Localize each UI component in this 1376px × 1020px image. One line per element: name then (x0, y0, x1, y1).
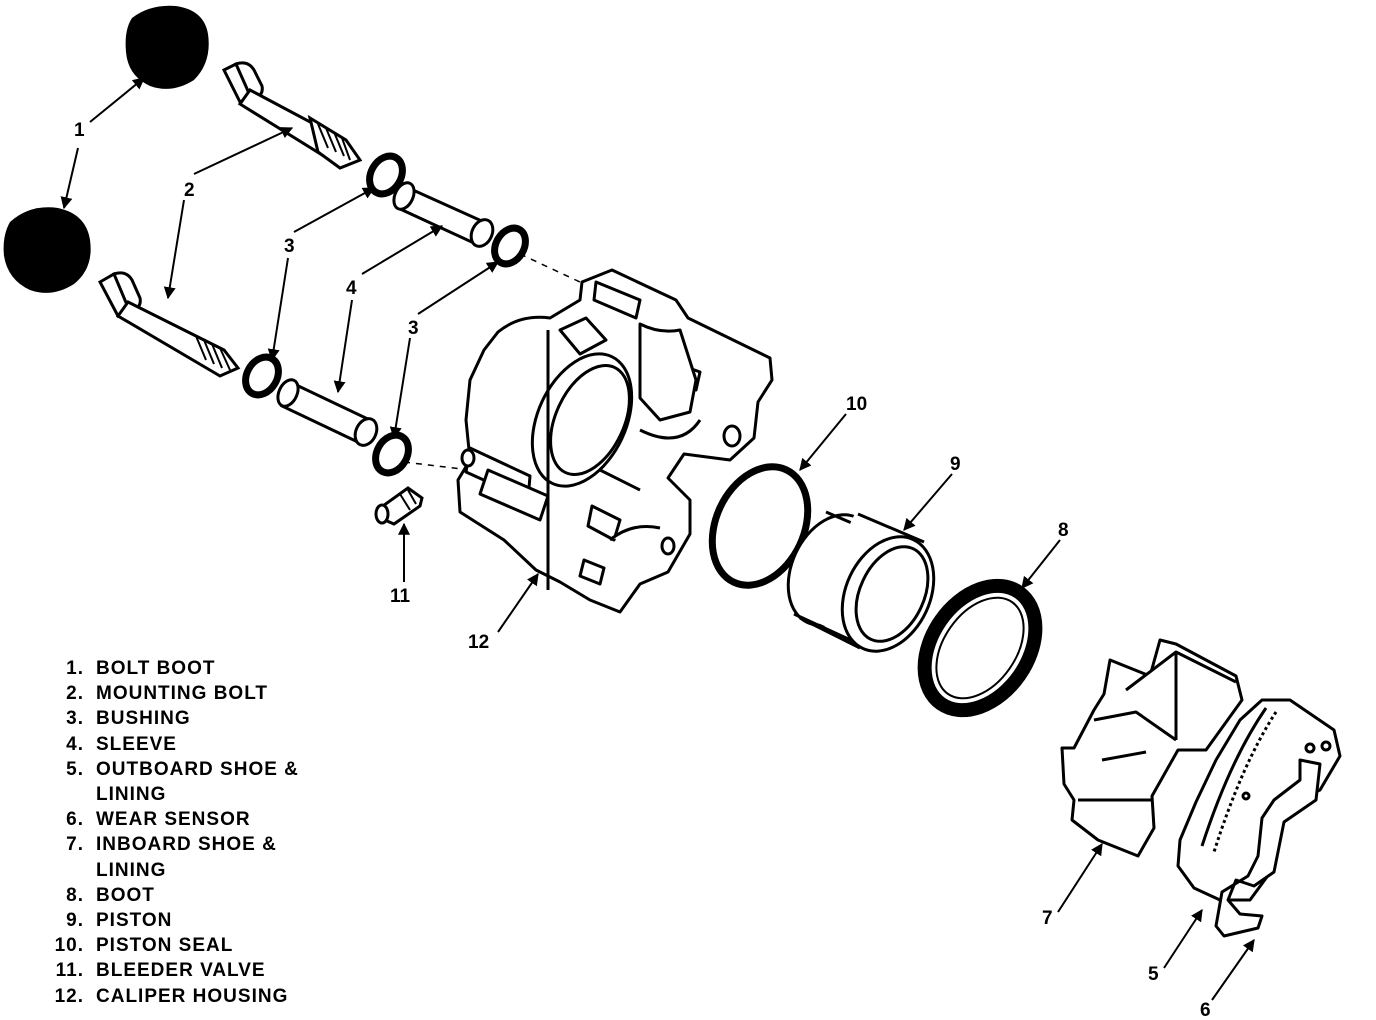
legend-item: 5. OUTBOARD SHOE & (28, 757, 358, 782)
legend-label: OUTBOARD SHOE & (96, 758, 299, 780)
legend-item: 4. SLEEVE (28, 732, 358, 757)
legend-item: 10. PISTON SEAL (28, 933, 358, 958)
bleeder-valve (374, 486, 424, 526)
legend-label: SLEEVE (96, 733, 177, 755)
legend-item: 12. CALIPER HOUSING (28, 984, 358, 1009)
outboard-shoe-lining (1176, 698, 1342, 902)
legend-label: PISTON (96, 910, 173, 932)
legend-label: INBOARD SHOE & (96, 834, 277, 856)
legend-number: 11. (55, 960, 84, 982)
legend-number: 12. (54, 985, 84, 1007)
wear-sensor (1214, 758, 1322, 938)
inboard-shoe-lining (1060, 638, 1244, 858)
legend-label: CALIPER HOUSING (96, 985, 289, 1007)
callout-8: 8 (1058, 520, 1069, 541)
callout-10: 10 (846, 394, 867, 415)
sleeve-lower (276, 378, 379, 447)
legend-label: LINING (96, 859, 167, 881)
mounting-bolt-lower-threads (195, 335, 231, 371)
callout-6: 6 (1200, 1000, 1211, 1020)
legend-item: 3. BUSHING (28, 706, 358, 731)
legend-number: 6. (66, 809, 84, 831)
legend-label: BOOT (96, 884, 155, 906)
callout-12: 12 (468, 632, 489, 653)
legend-number: 8. (66, 884, 84, 906)
bolt-boot-upper (125, 5, 209, 89)
bolt-boot-lower (3, 207, 91, 293)
legend-label: MOUNTING BOLT (96, 683, 269, 705)
legend-number: 10. (54, 935, 84, 957)
callout-4: 4 (346, 278, 357, 299)
legend-item: 6. WEAR SENSOR (28, 807, 358, 832)
legend-label: BLEEDER VALVE (96, 960, 266, 982)
callout-3-left: 3 (284, 236, 295, 257)
callout-1: 1 (74, 120, 85, 141)
legend-item: 7. INBOARD SHOE & (28, 832, 358, 857)
legend-item: 8. BOOT (28, 883, 358, 908)
callout-7: 7 (1042, 908, 1053, 929)
legend-number: 5. (66, 758, 84, 780)
boot (917, 578, 1043, 718)
mounting-bolt-lower (97, 271, 241, 378)
callout-5: 5 (1148, 964, 1159, 985)
legend-label: BOLT BOOT (96, 658, 216, 679)
legend-item: 1. BOLT BOOT (28, 656, 358, 681)
legend-number: 3. (66, 708, 84, 730)
parts-legend: 1. BOLT BOOT 2. MOUNTING BOLT 3. BUSHING 4.… (28, 656, 358, 1009)
legend-label: BUSHING (96, 708, 191, 730)
legend-number: 9. (66, 910, 84, 932)
legend-number: 7. (66, 834, 84, 856)
callout-9: 9 (950, 454, 961, 475)
bushing-top-right (491, 224, 529, 268)
legend-label: PISTON SEAL (96, 935, 234, 957)
legend-item-continuation: LINING (28, 782, 358, 807)
legend-item-continuation: LINING (28, 858, 358, 883)
legend-label: WEAR SENSOR (96, 809, 251, 831)
legend-label: LINING (96, 784, 167, 806)
legend-number: 1. (66, 658, 84, 679)
piston (786, 508, 936, 660)
caliper-housing (456, 268, 774, 614)
mounting-bolt-upper-threads (317, 123, 351, 161)
bushing-top-left (366, 152, 406, 198)
legend-number: 4. (66, 733, 84, 755)
callout-11: 11 (390, 586, 411, 607)
callout-2: 2 (184, 180, 195, 201)
legend-number: 2. (66, 683, 84, 705)
callout-3-right: 3 (408, 318, 419, 339)
legend-item: 2. MOUNTING BOLT (28, 681, 358, 706)
legend-item: 9. PISTON (28, 908, 358, 933)
sleeve-upper (392, 181, 495, 248)
mounting-bolt-upper (221, 61, 363, 170)
leader-lines (60, 77, 1255, 1001)
legend-item: 11. BLEEDER VALVE (28, 958, 358, 983)
